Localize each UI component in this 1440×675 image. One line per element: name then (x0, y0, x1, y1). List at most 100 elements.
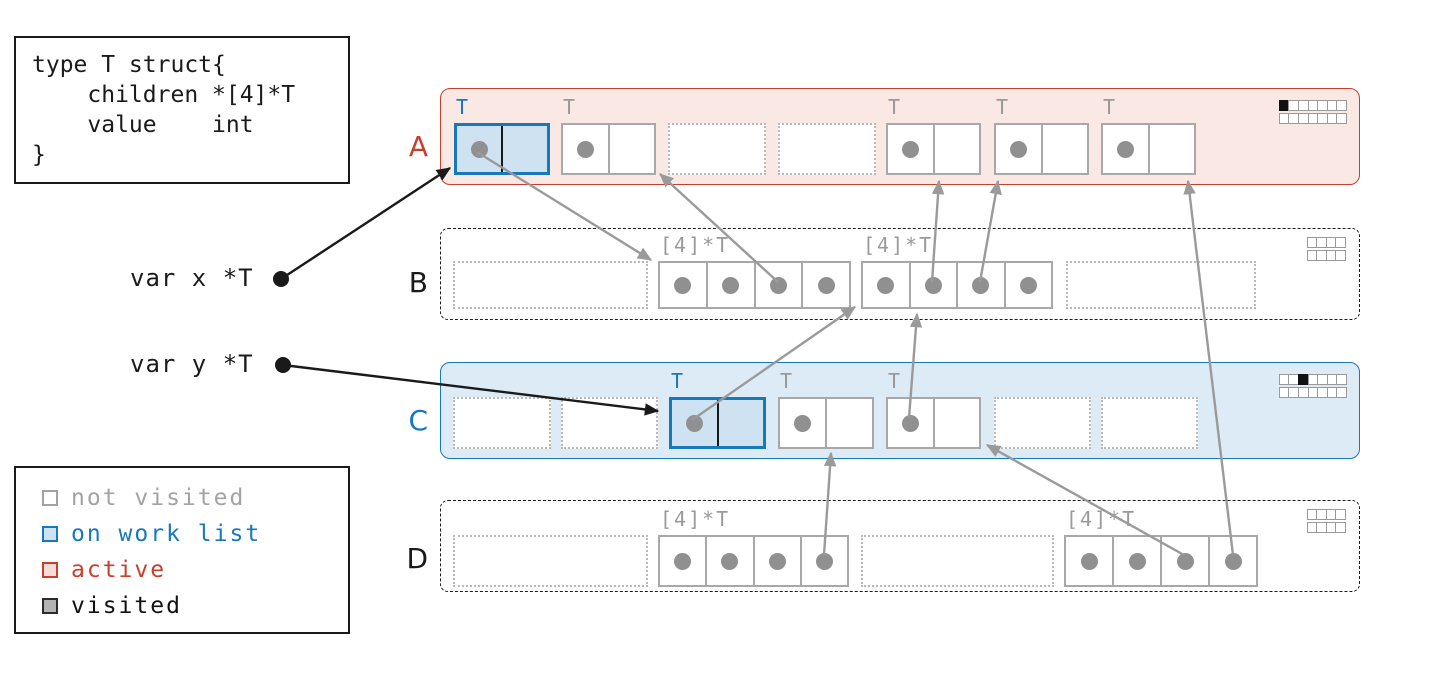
type-label: T (996, 95, 1011, 119)
free-slot (994, 397, 1091, 449)
object-cell (1160, 537, 1208, 585)
legend-swatch (42, 526, 58, 542)
bitmap-cell (1335, 237, 1347, 248)
type-label: T (888, 95, 903, 119)
type-label: [4]*T (863, 233, 934, 257)
bitmap-row (1278, 387, 1348, 398)
legend-item-not-visited: not visited (42, 480, 348, 516)
object-cell (888, 125, 933, 173)
bitmap-row (1306, 522, 1347, 533)
var-origin-dot (275, 357, 291, 373)
pointer-dot (901, 140, 919, 158)
heap-object-D4 (1064, 535, 1258, 587)
heap-object-C5 (886, 397, 981, 449)
pointer-dot (815, 552, 833, 570)
pointer-dot (685, 414, 703, 432)
object-cell (932, 399, 980, 447)
pointer-dot (768, 552, 786, 570)
pointer-dot (1176, 552, 1194, 570)
object-cell (607, 125, 655, 173)
legend-item-label: active (71, 557, 167, 583)
bitmap-cell (1336, 387, 1348, 398)
object-cell (956, 263, 1004, 307)
var-origin-dot (273, 271, 289, 287)
object-cell (1040, 125, 1088, 173)
pointer-arrow-var-x-to-A1 (280, 166, 452, 281)
type-label: [4]*T (660, 233, 731, 257)
pointer-dot (817, 276, 835, 294)
type-definition-code: type T struct{ children *[4]*T value int… (32, 52, 296, 168)
mark-bitmap (1306, 509, 1347, 535)
object-cell (563, 125, 608, 173)
free-slot (861, 535, 1054, 587)
bitmap-row (1306, 509, 1347, 520)
type-label: [4]*T (660, 507, 731, 531)
var-y-label: var y *T (130, 350, 254, 378)
free-slot (668, 123, 766, 175)
pointer-dot (877, 276, 895, 294)
bitmap-row (1278, 100, 1348, 111)
heap-span-D: [4]*T [4]*T (440, 500, 1360, 592)
heap-object-A2 (561, 123, 656, 175)
pointer-dot (1116, 140, 1134, 158)
pointer-dot (674, 552, 692, 570)
type-label: T (563, 95, 578, 119)
legend-item-on-work-list: on work list (42, 516, 348, 552)
bitmap-cell (1336, 100, 1348, 111)
object-cell (660, 537, 705, 585)
type-label: T (456, 95, 471, 119)
heap-object-A1 (454, 123, 550, 175)
pointer-dot (721, 552, 739, 570)
pointer-dot (1224, 552, 1242, 570)
object-cell (1066, 537, 1112, 585)
pointer-dot (674, 276, 692, 294)
span-label-B: B (408, 266, 428, 299)
heap-object-A5 (886, 123, 981, 175)
object-cell (705, 263, 754, 307)
object-cell (1112, 537, 1160, 585)
object-cell (1103, 125, 1148, 173)
bitmap-cell (1335, 509, 1347, 520)
pointer-dot (972, 276, 990, 294)
pointer-dot (1080, 552, 1098, 570)
object-cell (1208, 537, 1256, 585)
object-cell (1003, 263, 1052, 307)
type-label: T (888, 369, 903, 393)
mark-bitmap (1278, 374, 1348, 400)
object-cell (753, 263, 802, 307)
object-cell (672, 400, 717, 446)
bitmap-row (1278, 374, 1348, 385)
span-label-C: C (408, 404, 428, 437)
object-cell (801, 263, 849, 307)
object-cell (457, 126, 501, 172)
type-label: [4]*T (1066, 507, 1137, 531)
pointer-dot (924, 276, 942, 294)
var-x-label: var x *T (130, 264, 254, 292)
free-slot (561, 397, 658, 449)
legend-swatch (42, 562, 58, 578)
heap-object-A6 (994, 123, 1089, 175)
legend-item-active: active (42, 552, 348, 588)
bitmap-cell (1336, 374, 1348, 385)
mark-bitmap (1306, 237, 1347, 263)
object-cell (660, 263, 706, 307)
free-slot (453, 397, 551, 449)
legend-swatch (42, 598, 58, 614)
legend-item-visited: visited (42, 588, 348, 624)
bitmap-row (1278, 113, 1348, 124)
span-label-D: D (406, 542, 428, 575)
object-cell (705, 537, 752, 585)
heap-object-D2 (658, 535, 849, 587)
heap-object-C3 (669, 397, 766, 449)
object-cell (908, 263, 957, 307)
bitmap-cell (1336, 113, 1348, 124)
type-label: T (780, 369, 795, 393)
free-slot (778, 123, 876, 175)
free-slot (453, 261, 648, 309)
span-label-A: A (408, 130, 428, 163)
free-slot (1101, 397, 1198, 449)
type-label: T (671, 369, 686, 393)
